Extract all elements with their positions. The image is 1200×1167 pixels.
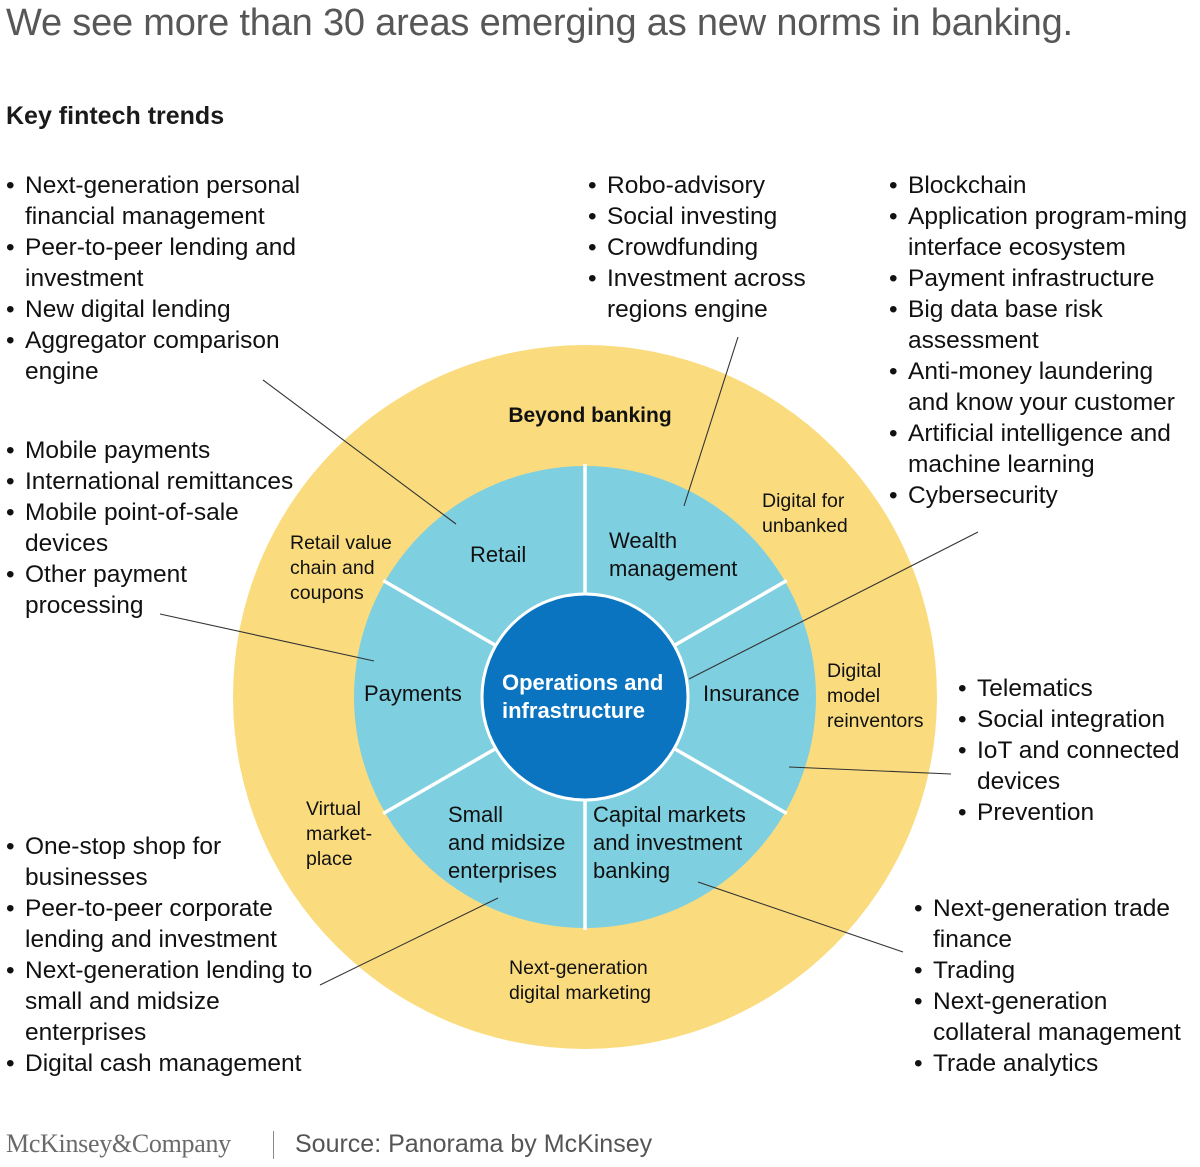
insurance-trends-list: TelematicsSocial integrationIoT and conn… xyxy=(958,673,1198,828)
segment-label-payments: Payments xyxy=(364,681,462,706)
list-item: Blockchain xyxy=(889,170,1199,201)
list-item: Digital cash management xyxy=(6,1048,321,1079)
capital-markets-leader-line xyxy=(697,881,904,953)
list-item: Next-generation collateral management xyxy=(914,986,1199,1048)
list-item: Peer-to-peer corporate lending and inves… xyxy=(6,893,321,955)
diagram-subtitle: Key fintech trends xyxy=(6,102,225,130)
list-item: Investment across regions engine xyxy=(588,263,838,325)
footer-divider xyxy=(273,1131,274,1159)
list-item: Social integration xyxy=(958,704,1198,735)
list-item: Mobile point-of-sale devices xyxy=(6,497,306,559)
list-item: Robo-advisory xyxy=(588,170,838,201)
retail-leader-line xyxy=(262,379,457,525)
list-item: Anti-money laundering and know your cust… xyxy=(889,356,1199,418)
retail-trends-list: Next-generation personal financial manag… xyxy=(6,170,336,387)
list-item: Trade analytics xyxy=(914,1048,1199,1079)
list-item: Payment infrastructure xyxy=(889,263,1199,294)
center-circle xyxy=(480,592,690,802)
page-title: We see more than 30 areas emerging as ne… xyxy=(6,2,1073,44)
list-item: Other payment processing xyxy=(6,559,306,621)
mckinsey-logo: McKinsey&Company xyxy=(6,1129,231,1158)
list-item: Social investing xyxy=(588,201,838,232)
list-item: Mobile payments xyxy=(6,435,306,466)
sme-leader-line xyxy=(319,897,499,986)
source-note: Source: Panorama by McKinsey xyxy=(295,1130,653,1158)
segment-divider xyxy=(382,745,500,816)
list-item: Next-generation personal financial manag… xyxy=(6,170,336,232)
list-item: IoT and connected devices xyxy=(958,735,1198,797)
list-item: Big data base risk assessment xyxy=(889,294,1199,356)
sme-trends-list: One-stop shop for businessesPeer-to-peer… xyxy=(6,831,321,1079)
list-item: Next-generation trade finance xyxy=(914,893,1199,955)
list-item: Artificial intelligence and machine lear… xyxy=(889,418,1199,480)
list-item: Cybersecurity xyxy=(889,480,1199,511)
capital-markets-trends-list: Next-generation trade financeTradingNext… xyxy=(914,893,1199,1079)
wealth-trends-list: Robo-advisorySocial investingCrowdfundin… xyxy=(588,170,838,325)
wealth-leader-line xyxy=(683,336,739,507)
operations-leader-line xyxy=(688,531,979,680)
list-item: Peer-to-peer lending and investment xyxy=(6,232,336,294)
outer-label-beyond-banking: Beyond banking xyxy=(508,404,671,427)
list-item: International remittances xyxy=(6,466,306,497)
list-item: Next-generation lending to small and mid… xyxy=(6,955,321,1048)
segment-label-insurance: Insurance xyxy=(703,681,800,706)
list-item: One-stop shop for businesses xyxy=(6,831,321,893)
segment-divider xyxy=(670,578,788,649)
list-item: Application program-ming interface ecosy… xyxy=(889,201,1199,263)
list-item: Trading xyxy=(914,955,1199,986)
list-item: Crowdfunding xyxy=(588,232,838,263)
list-item: Prevention xyxy=(958,797,1198,828)
segment-divider xyxy=(382,578,500,649)
list-item: Aggregator comparison engine xyxy=(6,325,336,387)
segment-label-retail: Retail xyxy=(470,542,526,567)
list-item: New digital lending xyxy=(6,294,336,325)
list-item: Telematics xyxy=(958,673,1198,704)
payments-trends-list: Mobile paymentsInternational remittances… xyxy=(6,435,306,621)
operations-trends-list: BlockchainApplication program-ming inter… xyxy=(889,170,1199,511)
payments-leader-line xyxy=(159,613,375,662)
insurance-leader-line xyxy=(788,766,952,775)
segment-divider xyxy=(670,745,788,816)
